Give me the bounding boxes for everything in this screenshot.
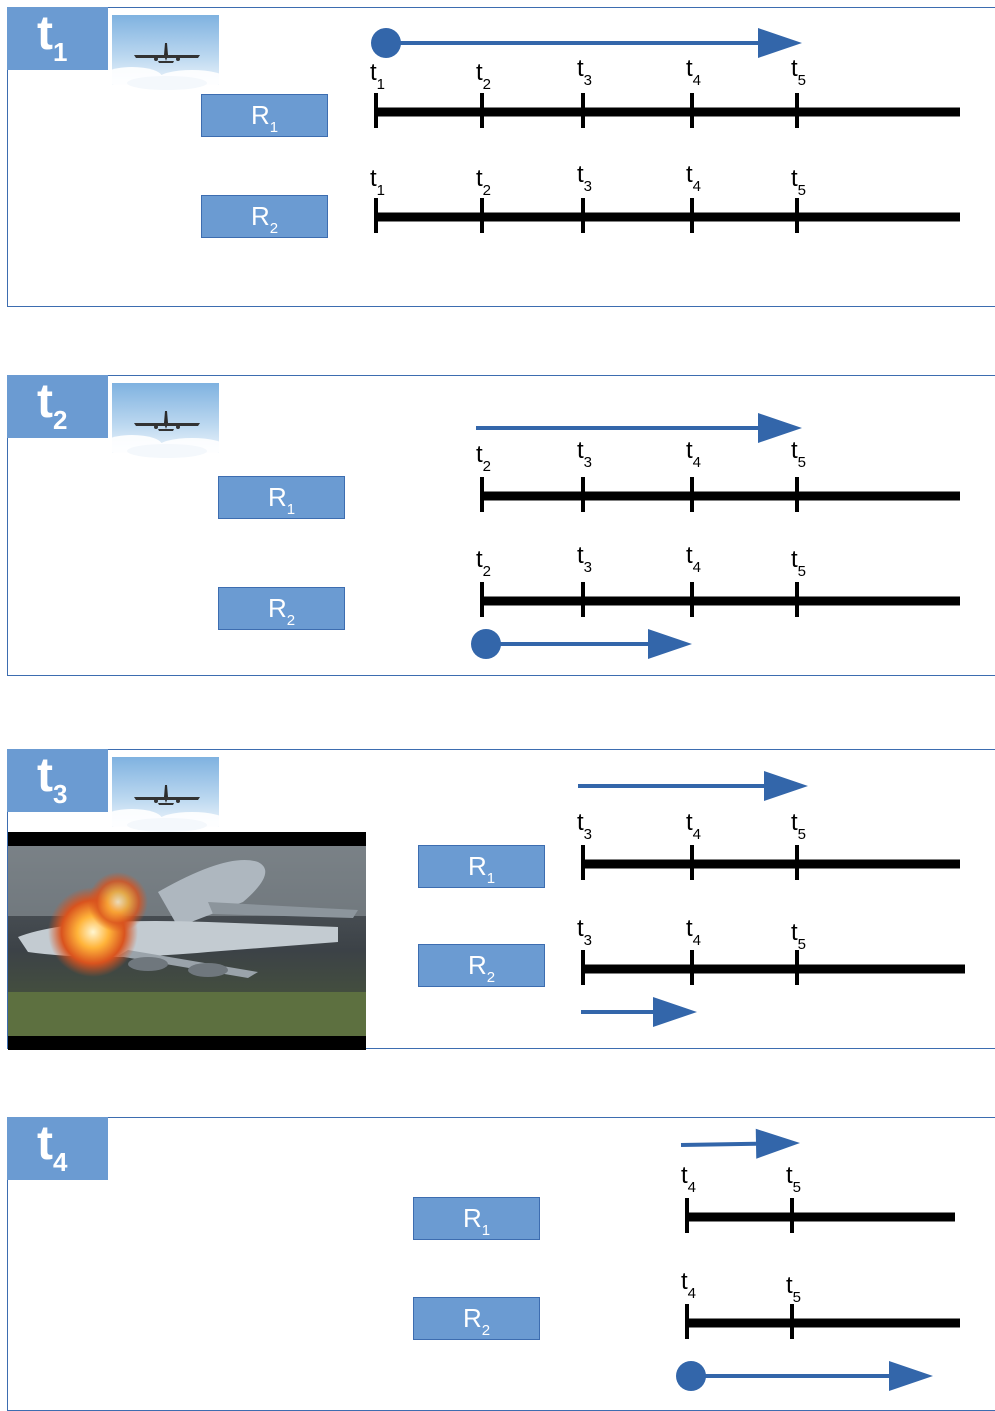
tick-label: t5 bbox=[791, 546, 806, 580]
time-step-tag: t1 bbox=[7, 7, 108, 70]
tick-label: t4 bbox=[686, 161, 701, 195]
tick-label: t4 bbox=[681, 1162, 696, 1196]
time-step-tag: t3 bbox=[7, 749, 108, 812]
tick-label: t4 bbox=[686, 437, 701, 471]
timeline-axis-r1: t3 t4 t5 bbox=[577, 809, 960, 880]
start-dot bbox=[471, 629, 501, 659]
progress-arrow bbox=[371, 28, 802, 58]
panel-t2 bbox=[7, 375, 995, 676]
tick-label: t5 bbox=[791, 919, 806, 953]
tick-label: t3 bbox=[577, 542, 592, 576]
region-box-r1: R1 bbox=[418, 845, 545, 888]
tick-label: t4 bbox=[686, 915, 701, 949]
tick-label: t5 bbox=[791, 809, 806, 843]
tick-label: t4 bbox=[686, 542, 701, 576]
tick-label: t2 bbox=[476, 546, 491, 580]
tick-label: t3 bbox=[577, 915, 592, 949]
timeline-axis-r2: t4 t5 bbox=[681, 1268, 960, 1339]
tick-label: t2 bbox=[476, 441, 491, 475]
region-box-r2: R2 bbox=[413, 1297, 540, 1340]
progress-arrow bbox=[680, 1128, 800, 1159]
tick-label: t5 bbox=[786, 1272, 801, 1306]
region-box-r1: R1 bbox=[201, 94, 328, 137]
panel-t3 bbox=[7, 749, 995, 1049]
progress-arrow bbox=[471, 629, 692, 659]
tick-label: t4 bbox=[686, 55, 701, 89]
tick-label: t3 bbox=[577, 809, 592, 843]
panel-t1 bbox=[7, 7, 995, 307]
tick-label: t3 bbox=[577, 161, 592, 195]
tick-label: t1 bbox=[370, 59, 385, 93]
airplane-image bbox=[102, 757, 226, 832]
tick-label: t5 bbox=[791, 165, 806, 199]
progress-arrow bbox=[476, 413, 802, 443]
tick-label: t2 bbox=[476, 165, 491, 199]
progress-arrow bbox=[676, 1361, 933, 1391]
airplane-image bbox=[102, 383, 226, 458]
region-box-r2: R2 bbox=[218, 587, 345, 630]
start-dot bbox=[371, 28, 401, 58]
progress-arrow bbox=[578, 771, 808, 801]
timeline-axis-r1: t1 t2 t3 t4 t5 bbox=[370, 55, 960, 128]
airplane-image bbox=[102, 15, 226, 90]
tick-label: t5 bbox=[791, 437, 806, 471]
timeline-axis-r1: t4 t5 bbox=[681, 1162, 955, 1233]
tick-label: t4 bbox=[681, 1268, 696, 1302]
tick-label: t3 bbox=[577, 437, 592, 471]
start-dot bbox=[676, 1361, 706, 1391]
tick-label: t5 bbox=[791, 55, 806, 89]
timeline-axis-r2: t2 t3 t4 t5 bbox=[476, 542, 960, 617]
tick-label: t5 bbox=[786, 1162, 801, 1196]
timeline-axis-r2: t1 t2 t3 t4 t5 bbox=[370, 161, 960, 233]
progress-arrow bbox=[581, 997, 697, 1027]
crash-image bbox=[8, 832, 366, 1050]
region-box-r2: R2 bbox=[201, 195, 328, 238]
region-box-r1: R1 bbox=[218, 476, 345, 519]
tick-label: t1 bbox=[370, 165, 385, 199]
time-step-tag: t4 bbox=[7, 1117, 108, 1180]
time-step-tag: t2 bbox=[7, 375, 108, 438]
region-box-r1: R1 bbox=[413, 1197, 540, 1240]
region-box-r2: R2 bbox=[418, 944, 545, 987]
tick-label: t2 bbox=[476, 59, 491, 93]
tick-label: t3 bbox=[577, 55, 592, 89]
tick-label: t4 bbox=[686, 809, 701, 843]
timeline-axis-r2: t3 t4 t5 bbox=[577, 915, 965, 985]
timeline-axis-r1: t2 t3 t4 t5 bbox=[476, 437, 960, 512]
